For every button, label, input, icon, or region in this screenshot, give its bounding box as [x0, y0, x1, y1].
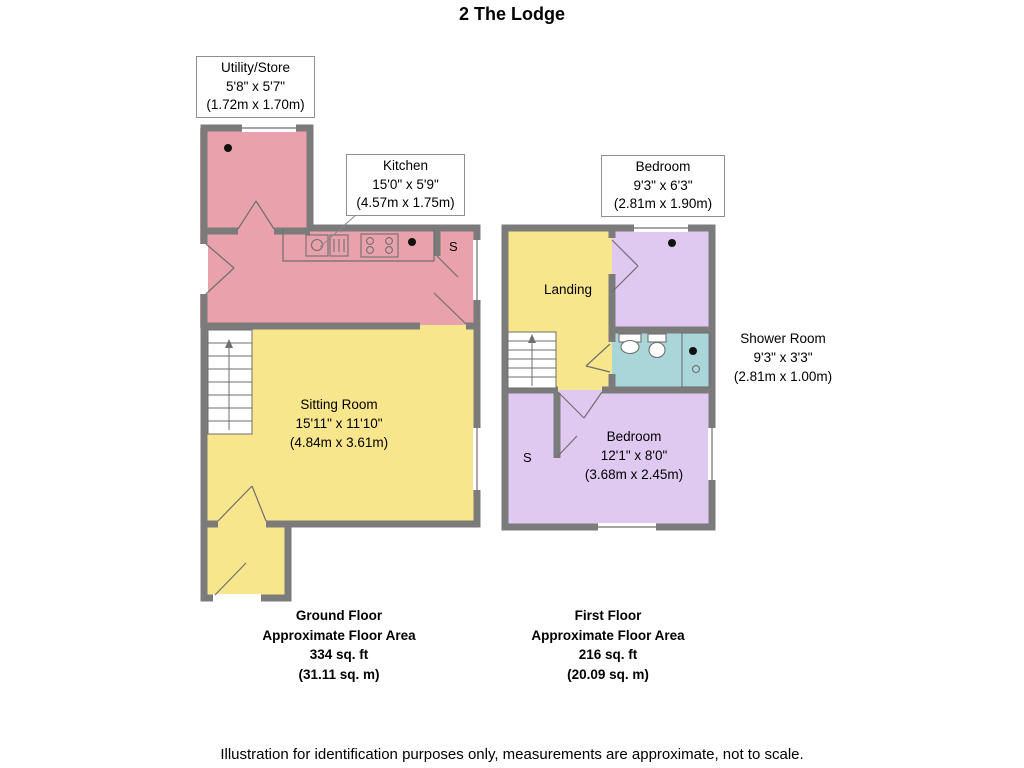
room-size-imperial: 12'1" x 8'0"	[600, 448, 668, 463]
bedroom2-shape	[505, 390, 712, 527]
room-name: Utility/Store	[220, 60, 291, 75]
area-imperial: 216 sq. ft	[578, 647, 638, 662]
room-name: Shower Room	[740, 331, 826, 346]
first-stairs	[507, 331, 557, 389]
room-name: Landing	[543, 282, 593, 297]
room-name: Sitting Room	[300, 397, 378, 412]
bedroom2-label: Bedroom 12'1" x 8'0" (3.68m x 2.45m)	[548, 427, 720, 484]
ground-floor-plan	[200, 124, 481, 602]
kitchen-hob-icon	[360, 233, 399, 258]
first-door-swings	[556, 239, 639, 458]
utility-room-label: Utility/Store 5'8" x 5'7" (1.72m x 1.70m…	[196, 56, 315, 118]
area-metric: (31.11 sq. m)	[298, 666, 380, 682]
room-size-imperial: 9'3" x 6'3"	[633, 177, 693, 193]
first-window-lines	[598, 227, 713, 528]
bedroom1-ceiling-dot	[668, 239, 676, 247]
room-size-metric: (4.84m x 3.61m)	[289, 435, 389, 450]
first-floor-summary: First Floor Approximate Floor Area 216 s…	[508, 606, 708, 684]
page-title: 2 The Lodge	[458, 4, 565, 24]
area-imperial: 334 sq. ft	[309, 647, 369, 662]
room-size-metric: (1.72m x 1.70m)	[206, 97, 305, 112]
area-label: Approximate Floor Area	[262, 627, 416, 643]
kitchen-sink-icon	[305, 234, 349, 257]
landing-label: Landing	[518, 280, 618, 299]
room-size-imperial: 9'3" x 3'3"	[753, 350, 813, 365]
shower-ceiling-dot	[689, 347, 697, 355]
first-interior-walls	[505, 228, 712, 458]
shower-basin-icon	[618, 333, 642, 355]
toilet-icon	[647, 333, 667, 359]
first-floor-plan	[501, 224, 716, 531]
floor-name: Ground Floor	[295, 608, 383, 623]
first-store-label: S	[523, 450, 532, 465]
utility-room-shape	[200, 128, 310, 231]
bedroom1-label: Bedroom 9'3" x 6'3" (2.81m x 1.90m)	[601, 155, 725, 217]
shower-room-label: Shower Room 9'3" x 3'3" (2.81m x 1.00m)	[714, 329, 852, 386]
room-name: Kitchen	[382, 158, 429, 173]
sitting-room-label: Sitting Room 15'11" x 11'10" (4.84m x 3.…	[246, 395, 432, 452]
room-size-imperial: 5'8" x 5'7"	[225, 78, 286, 94]
kitchen-label: Kitchen 15'0" x 5'9" (4.57m x 1.75m)	[346, 154, 465, 216]
ground-floor-summary: Ground Floor Approximate Floor Area 334 …	[239, 606, 439, 684]
utility-ceiling-dot	[224, 144, 232, 152]
room-size-metric: (3.68m x 2.45m)	[584, 467, 684, 482]
ground-door-swings	[205, 200, 467, 596]
bedroom1-shape	[612, 228, 712, 330]
room-size-metric: (2.81m x 1.90m)	[613, 196, 713, 211]
room-name: Bedroom	[635, 159, 691, 174]
disclaimer-text: Illustration for identification purposes…	[220, 746, 804, 763]
ground-interior-walls	[204, 227, 477, 528]
floor-name: First Floor	[574, 608, 642, 623]
ground-window-lines	[242, 127, 478, 490]
porch-shape	[204, 522, 288, 598]
room-size-metric: (4.57m x 1.75m)	[356, 195, 455, 210]
room-size-imperial: 15'11" x 11'10"	[295, 416, 383, 431]
kitchen-counter	[282, 229, 435, 262]
room-name: Bedroom	[606, 429, 662, 444]
area-metric: (20.09 sq. m)	[567, 666, 649, 682]
shower-tray-icon	[681, 332, 711, 388]
area-label: Approximate Floor Area	[531, 627, 685, 643]
ground-store-label: S	[449, 239, 458, 254]
ground-stairs	[207, 329, 253, 435]
room-size-imperial: 15'0" x 5'9"	[372, 176, 439, 192]
kitchen-leader-line	[319, 213, 358, 248]
kitchen-ceiling-dot	[408, 238, 416, 246]
room-size-metric: (2.81m x 1.00m)	[733, 369, 833, 384]
